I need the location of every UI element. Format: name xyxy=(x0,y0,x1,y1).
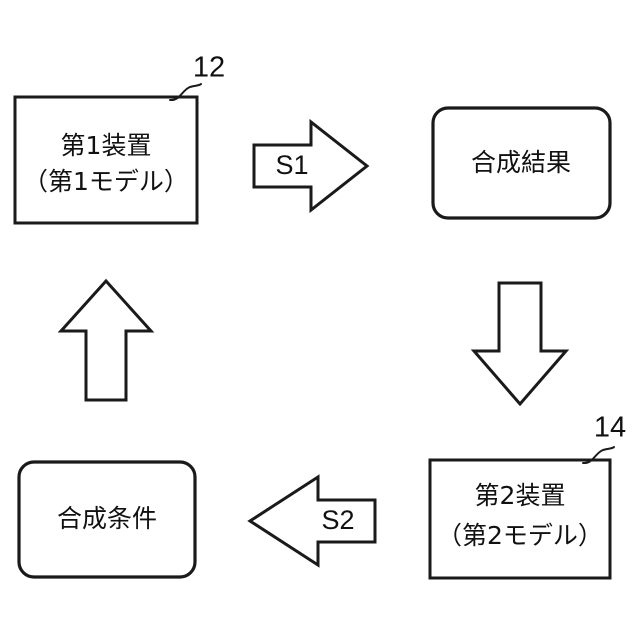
second-device-label-line2: （第2モデル） xyxy=(437,521,603,550)
node-synthesis-result: 合成結果 xyxy=(431,106,612,220)
arrow-step1-shape xyxy=(252,118,370,214)
arrow-down xyxy=(470,281,570,407)
second-device-box xyxy=(428,458,612,580)
leader-line-14 xyxy=(582,446,615,465)
synthesis-result-label: 合成結果 xyxy=(471,148,571,177)
arrow-step2-label: S2 xyxy=(321,505,354,535)
synthesis-condition-label: 合成条件 xyxy=(57,504,157,533)
arrow-down-shape xyxy=(470,281,570,407)
arrow-step2-shape xyxy=(247,474,377,568)
arrow-step1: S1 xyxy=(252,118,370,214)
arrow-up-shape xyxy=(57,278,155,402)
arrow-step1-label: S1 xyxy=(275,150,308,180)
synthesis-result-box xyxy=(431,106,612,220)
leader-line-12 xyxy=(169,83,202,102)
synthesis-condition-box xyxy=(17,460,197,579)
reference-callout-14: 14 xyxy=(582,412,626,465)
arrow-up xyxy=(57,278,155,402)
reference-numeral-14: 14 xyxy=(594,412,626,444)
reference-callout-12: 12 xyxy=(169,52,225,102)
node-synthesis-condition: 合成条件 xyxy=(17,460,197,579)
node-second-device: 第2装置 （第2モデル） xyxy=(428,458,612,580)
arrow-step2: S2 xyxy=(247,474,377,568)
second-device-label-line1: 第2装置 xyxy=(475,481,566,510)
reference-numeral-12: 12 xyxy=(193,52,225,84)
first-device-box xyxy=(13,95,199,225)
first-device-label-line2: （第1モデル） xyxy=(23,167,189,196)
node-first-device: 第1装置 （第1モデル） xyxy=(13,95,199,225)
first-device-label-line1: 第1装置 xyxy=(61,131,152,160)
